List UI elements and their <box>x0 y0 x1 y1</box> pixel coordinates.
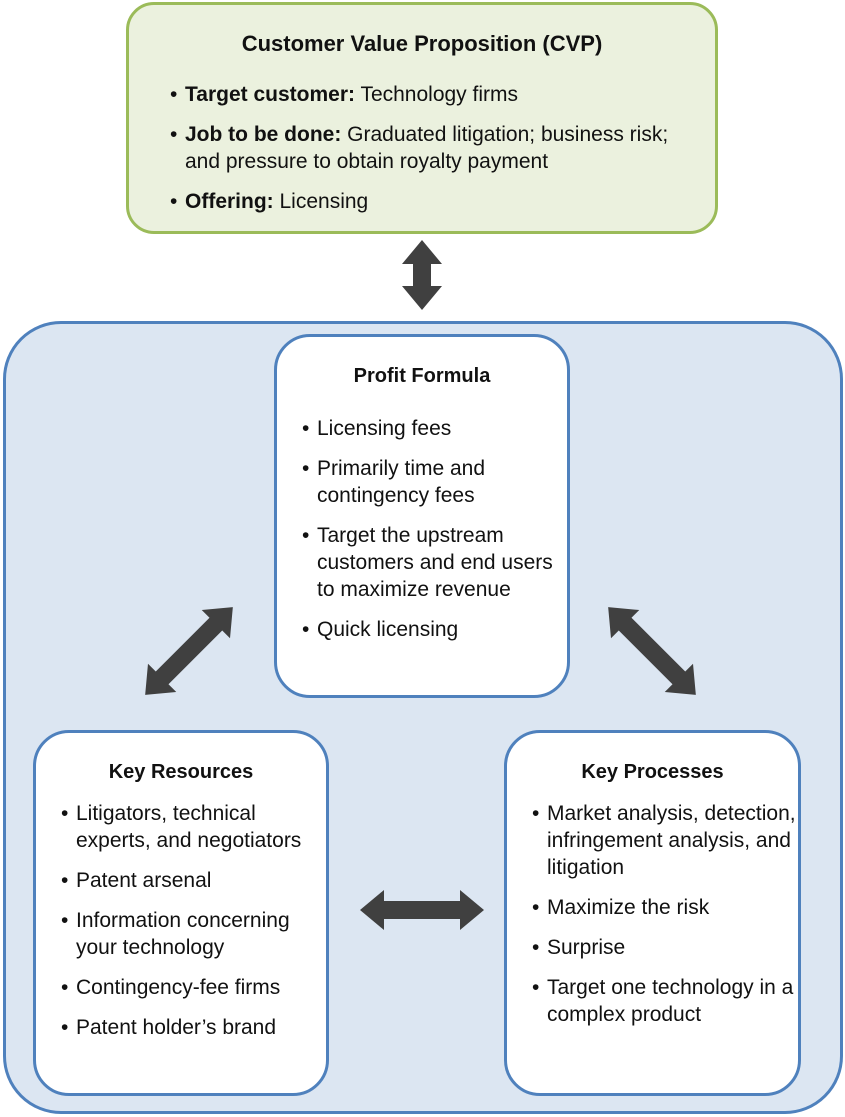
list-item: Maximize the risk <box>532 894 797 921</box>
key-processes-list: Market analysis, detection, infringement… <box>532 800 797 1041</box>
list-item: Patent arsenal <box>61 867 328 894</box>
profit-formula-list: Licensing fees Primarily time and contin… <box>302 415 562 656</box>
list-item: Target one technology in a complex produ… <box>532 974 797 1028</box>
key-processes-box: Key Processes Market analysis, detection… <box>504 730 801 1096</box>
double-arrow-horizontal-icon <box>360 890 484 930</box>
key-processes-title: Key Processes <box>581 761 724 783</box>
profit-formula-box: Profit Formula Licensing fees Primarily … <box>274 334 570 698</box>
profit-formula-title: Profit Formula <box>353 365 491 387</box>
list-item: Licensing fees <box>302 415 562 442</box>
cvp-item-target-customer: Target customer: Technology firms <box>170 81 705 108</box>
cvp-box: Customer Value Proposition (CVP) Target … <box>126 2 718 234</box>
cvp-title: Customer Value Proposition (CVP) <box>241 31 603 56</box>
cvp-item-offering: Offering: Licensing <box>170 188 705 215</box>
double-arrow-diagonal-right-icon <box>608 607 696 695</box>
list-item: Target the upstream customers and end us… <box>302 522 562 603</box>
cvp-list: Target customer: Technology firms Job to… <box>170 81 705 228</box>
list-item: Contingency-fee firms <box>61 974 328 1001</box>
double-arrow-diagonal-left-icon <box>145 607 233 695</box>
list-item: Information concerning your technology <box>61 907 328 961</box>
list-item: Surprise <box>532 934 797 961</box>
key-resources-box: Key Resources Litigators, technical expe… <box>33 730 329 1096</box>
list-item: Primarily time and contingency fees <box>302 455 562 509</box>
key-resources-list: Litigators, technical experts, and negot… <box>61 800 328 1054</box>
list-item: Litigators, technical experts, and negot… <box>61 800 328 854</box>
cvp-item-job-to-be-done: Job to be done: Graduated litigation; bu… <box>170 121 705 175</box>
double-arrow-vertical-icon <box>402 240 442 310</box>
list-item: Patent holder’s brand <box>61 1014 328 1041</box>
list-item: Market analysis, detection, infringement… <box>532 800 797 881</box>
key-resources-title: Key Resources <box>108 761 254 783</box>
list-item: Quick licensing <box>302 616 562 643</box>
